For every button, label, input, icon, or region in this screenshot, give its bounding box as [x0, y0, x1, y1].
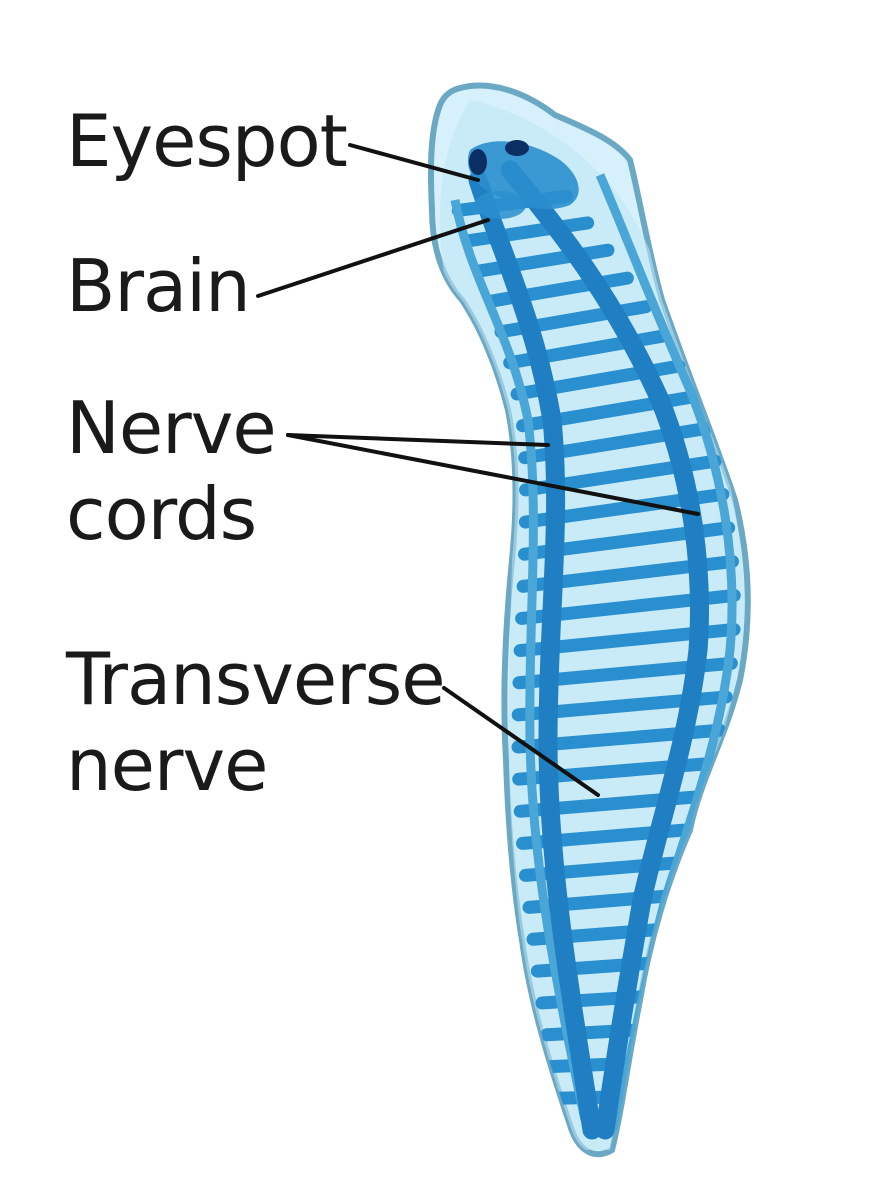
eyespot-leader-line — [348, 143, 480, 182]
nerve-cords-leader-line-1 — [286, 433, 550, 447]
label-nerve-cords-line2: cords — [66, 472, 257, 556]
label-transverse-line1: Transverse — [66, 637, 446, 721]
eyespot-right-icon — [505, 140, 529, 156]
label-transverse-line2: nerve — [66, 723, 268, 807]
label-eyespot: Eyespot — [66, 98, 348, 184]
lateral-nerve-left — [450, 199, 590, 1121]
label-eyespot-text: Eyespot — [66, 99, 348, 183]
label-nerve-cords-line1: Nerve — [66, 386, 277, 470]
eyespot-left-icon — [469, 149, 487, 175]
nerve-cords-leader-line-2 — [286, 433, 700, 516]
nerve-cord-left — [468, 170, 602, 1140]
nerve-cord-right — [500, 160, 709, 1140]
label-transverse-nerve: Transverse nerve — [66, 636, 446, 808]
transverse-nerve-rung — [545, 1056, 657, 1073]
brain-lobe — [474, 191, 526, 219]
label-brain-text: Brain — [66, 244, 251, 328]
transverse-nerve-leader-line — [442, 686, 600, 797]
brain-leader-line — [256, 218, 490, 298]
label-brain: Brain — [66, 243, 251, 329]
leader-lines — [256, 143, 700, 797]
label-nerve-cords: Nerve cords — [66, 385, 277, 557]
